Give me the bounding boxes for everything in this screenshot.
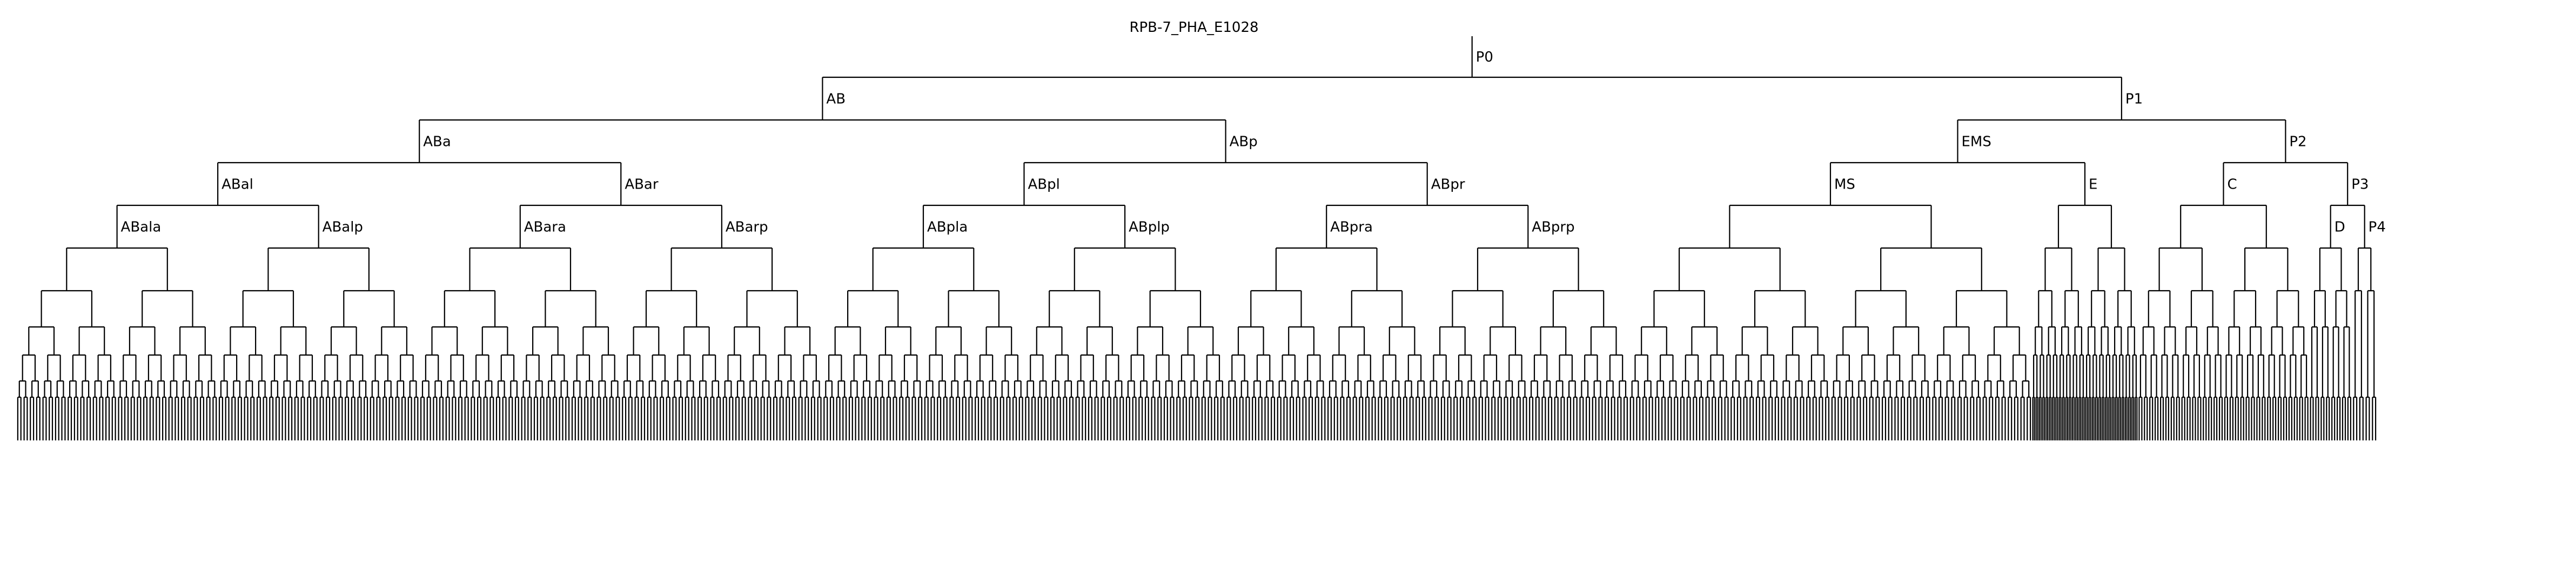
node-label-P4: P4 [2369,219,2386,236]
node-label-P3: P3 [2351,177,2369,193]
node-label-ABpla: ABpla [927,219,968,236]
node-label-EMS: EMS [1961,134,1991,150]
node-label-ABal: ABal [222,177,253,193]
node-label-ABprp: ABprp [1532,219,1574,236]
node-label-ABa: ABa [423,134,451,150]
node-label-C: C [2228,177,2237,193]
node-label-E: E [2089,177,2097,193]
node-label-ABalp: ABalp [323,219,363,236]
node-label-P2: P2 [2289,134,2306,150]
node-label-ABarp: ABarp [726,219,768,236]
node-label-ABara: ABara [524,219,566,236]
node-label-P0: P0 [1476,49,1493,65]
node-label-MS: MS [1834,177,1855,193]
tree-edges [17,36,2377,440]
node-label-ABp: ABp [1230,134,1258,150]
node-label-P1: P1 [2125,91,2143,108]
node-label-ABpra: ABpra [1330,219,1373,236]
node-label-ABala: ABala [121,219,162,236]
node-label-D: D [2335,219,2345,236]
node-label-ABpr: ABpr [1431,177,1465,193]
node-label-ABpl: ABpl [1028,177,1060,193]
node-label-ABar: ABar [625,177,659,193]
figure-title: RPB-7_PHA_E1028 [1129,19,1259,36]
node-label-ABplp: ABplp [1129,219,1170,236]
node-label-AB: AB [826,91,846,108]
